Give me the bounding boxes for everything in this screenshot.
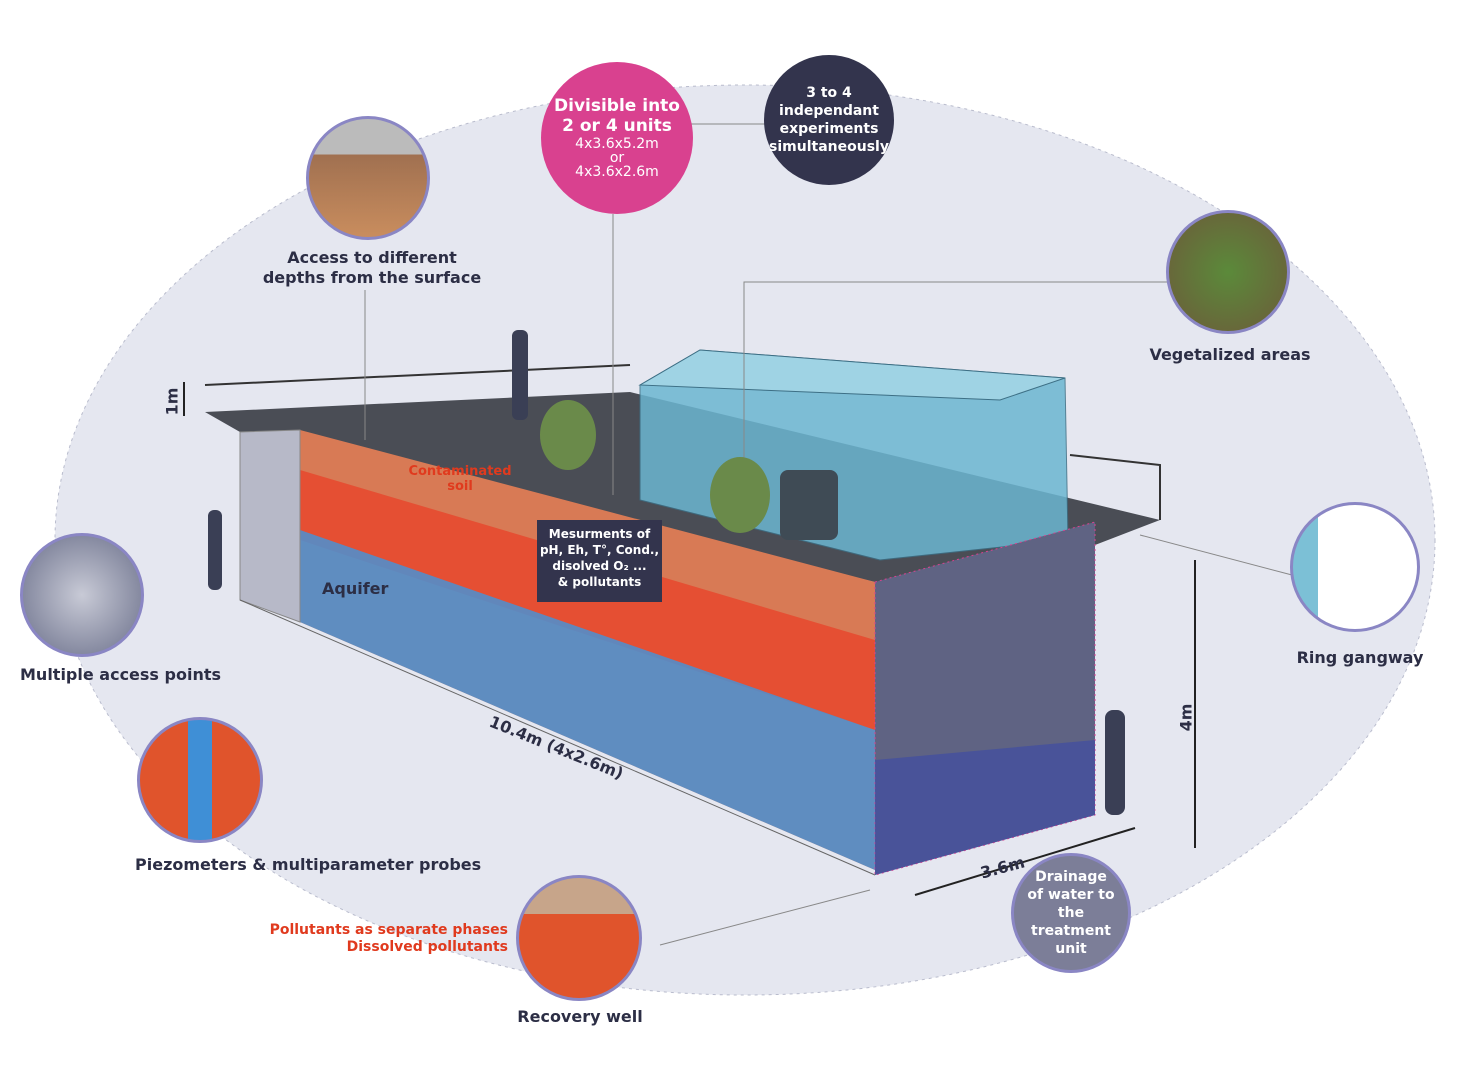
dimension-height: 4m (1176, 703, 1196, 732)
label-line: depths from the surface (262, 268, 482, 287)
multiple-access-label: Multiple access points (20, 665, 222, 684)
experiments-bubble: 3 to 4 independant experiments simultane… (764, 55, 894, 185)
bubble-text: Drainage (1035, 869, 1107, 885)
railing (204, 364, 631, 386)
piezometer-photo (137, 717, 263, 843)
person-deck (512, 330, 528, 420)
tank (780, 470, 838, 540)
bubble-text: experiments (779, 121, 879, 137)
greenhouse-roof (638, 349, 1066, 401)
recovery-well-label: Recovery well (517, 1007, 643, 1026)
label-line: Contaminated (408, 464, 512, 479)
bubble-text: of water to the (1027, 887, 1115, 921)
label-line: & pollutants (557, 575, 642, 589)
aquifer-layer (300, 530, 875, 870)
person-right (1105, 710, 1125, 815)
end-face-water (875, 740, 1095, 875)
ring-gangway-photo (1290, 502, 1420, 632)
bubble-text: simultaneously (769, 139, 889, 155)
dimension-line (914, 827, 1136, 896)
bubble-text: or (609, 150, 625, 166)
contaminated-soil-label: Contaminated soil (405, 464, 515, 494)
dimension-line (239, 599, 876, 876)
recovery-well-photo (516, 875, 642, 1001)
vegetalized-label: Vegetalized areas (1149, 345, 1311, 364)
label-line: pH, Eh, T°, Cond., (539, 543, 660, 557)
label-line: soil (447, 479, 473, 494)
railing-right (1069, 454, 1161, 520)
person-left (208, 510, 222, 590)
piezometers-label: Piezometers & multiparameter probes (135, 855, 482, 874)
vegetation (540, 400, 596, 470)
bubble-text: treatment (1031, 923, 1111, 939)
access-wall (239, 429, 301, 623)
pollutants-separate-label: Pollutants as separate phases (269, 922, 508, 938)
aquifer-label: Aquifer (322, 579, 389, 598)
access-depths-label: Access to different depths from the surf… (262, 248, 482, 288)
vegetalized-photo (1166, 210, 1290, 334)
bubble-text: 3 to 4 (806, 85, 852, 101)
label-line: Access to different (287, 248, 457, 267)
bubble-text: Divisible into (554, 96, 680, 116)
label-line: disolved O₂ ... (552, 559, 647, 573)
dissolved-pollutants-label: Dissolved pollutants (346, 939, 508, 955)
drainage-bubble: Drainage of water to the treatment unit (1011, 853, 1131, 973)
measurements-box: Mesurments of pH, Eh, T°, Cond., disolve… (537, 520, 662, 602)
divisible-bubble: Divisible into 2 or 4 units 4x3.6x5.2m o… (541, 62, 693, 214)
label-line: Mesurments of (548, 527, 651, 541)
bubble-text: 2 or 4 units (562, 116, 672, 136)
ring-gangway-label: Ring gangway (1296, 648, 1424, 667)
multiple-access-photo (20, 533, 144, 657)
access-depths-photo (306, 116, 430, 240)
leader-line (743, 281, 1168, 512)
vegetation (710, 457, 770, 533)
leader-line (659, 889, 871, 946)
leader-line (1139, 534, 1293, 576)
bubble-text: 4x3.6x2.6m (575, 164, 659, 180)
dimension-rail-height: 1m (162, 387, 182, 416)
bubble-text: 4x3.6x5.2m (575, 136, 659, 152)
bubble-text: independant (779, 103, 879, 119)
bubble-text: unit (1055, 941, 1087, 957)
